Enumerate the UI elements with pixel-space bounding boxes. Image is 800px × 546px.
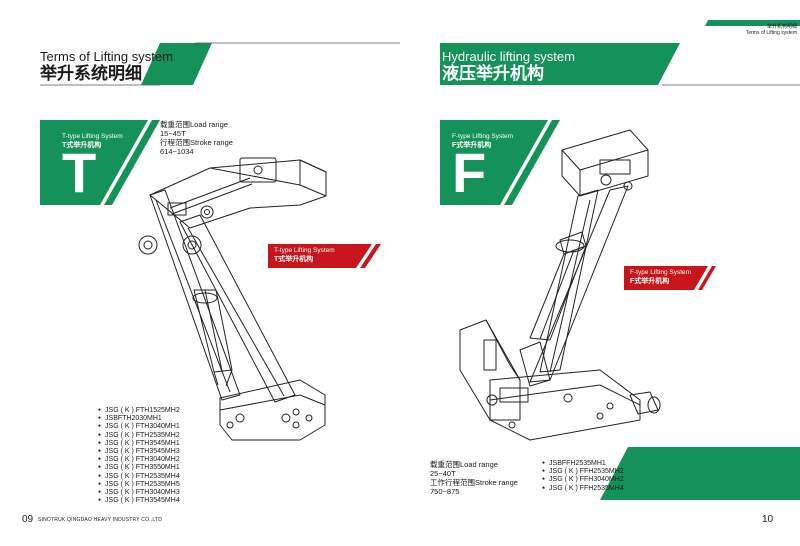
- f-type-tab-en: F-type Lifting System: [452, 133, 514, 140]
- f-red-label-en: F-type Lifting System: [630, 269, 692, 276]
- model-list-item: JSBFTH2030MH1: [98, 415, 180, 423]
- model-list-item: JSG ( K ) FTH3040MH3: [98, 489, 180, 497]
- t-type-big-letter: T: [62, 141, 97, 204]
- f-red-label: F-type Lifting System F式举升机构: [630, 269, 691, 286]
- model-list-item: JSG ( K ) FTH3545MH3: [98, 448, 180, 456]
- t-load-label: 载重范围Load range: [160, 120, 228, 129]
- t-red-label-en: T-type Lifting System: [274, 247, 335, 254]
- t-red-label-cn: T式举升机构: [274, 256, 314, 263]
- right-header-green-bar: [705, 20, 800, 26]
- left-decor: [40, 42, 400, 268]
- f-type-model-list: JSBFFH2535MH1JSG ( K ) FFH2535MH2JSG ( K…: [542, 460, 624, 493]
- t-stroke-label: 行程范围Stroke range: [160, 138, 233, 147]
- model-list-item: JSG ( K ) FTH3550MH1: [98, 464, 180, 472]
- f-type-bottom-green-block: [600, 447, 800, 500]
- right-title-green-block: [440, 43, 680, 85]
- left-header-green-bar: [141, 43, 212, 85]
- t-type-model-list: JSG ( K ) FTH1525MH2JSBFTH2030MH1JSG ( K…: [98, 407, 180, 505]
- model-list-item: JSG ( K ) FTH3545MH4: [98, 497, 180, 505]
- model-list-item: JSG ( K ) FFH3040MH2: [542, 476, 624, 484]
- t-type-tab-cn: T式举升机构: [62, 142, 102, 149]
- model-list-item: JSG ( K ) FFH2535MH4: [542, 485, 624, 493]
- f-stroke-value: 750~875: [430, 487, 460, 496]
- f-type-tab: F-type Lifting System F式举升机构: [452, 133, 513, 150]
- t-type-tab-en: T-type Lifting System: [62, 133, 123, 140]
- t-type-mechanism-drawing: [138, 157, 327, 441]
- t-load-value: 15~45T: [160, 129, 186, 138]
- f-load-value: 25~40T: [430, 469, 456, 478]
- f-type-tab-cn: F式举升机构: [452, 142, 492, 149]
- t-type-green-block: [40, 120, 148, 205]
- right-decor: [440, 20, 800, 500]
- model-list-item: JSG ( K ) FTH2535MH2: [98, 432, 180, 440]
- left-company-name: SINOTRUK QINGDAO HEAVY INDUSTRY CO.,LTD: [38, 517, 163, 523]
- f-type-red-label-bg: [624, 266, 708, 290]
- f-load-label: 载重范围Load range: [430, 460, 498, 469]
- f-type-big-letter: F: [452, 141, 487, 204]
- left-page: Terms of Lifting system 举升系统明细 T-type Li…: [0, 0, 400, 546]
- t-type-red-label-bg: [268, 244, 372, 268]
- model-list-item: JSG ( K ) FTH2535MH4: [98, 473, 180, 481]
- left-title-cn: 举升系统明细: [40, 64, 142, 83]
- right-header-en: Terms of Lifting system: [745, 30, 797, 36]
- right-page-number: 10: [762, 514, 774, 525]
- f-type-mechanism-drawing: [459, 129, 661, 441]
- model-list-item: JSG ( K ) FTH3040MH1: [98, 423, 180, 431]
- left-page-number: 09: [22, 514, 34, 525]
- right-title-en: Hydraulic lifting system: [442, 49, 575, 64]
- model-list-item: JSBFFH2535MH1: [542, 460, 624, 468]
- left-title-en: Terms of Lifting system: [40, 49, 173, 64]
- t-type-tab: T-type Lifting System T式举升机构: [62, 133, 123, 150]
- model-list-item: JSG ( K ) FTH3545MH1: [98, 440, 180, 448]
- right-header-cn: 举升机构明细: [766, 24, 797, 30]
- right-page: 举升机构明细 Terms of Lifting system Hydraulic…: [400, 0, 800, 546]
- model-list-item: JSG ( K ) FTH2535MH5: [98, 481, 180, 489]
- model-list-item: JSG ( K ) FFH2535MH2: [542, 468, 624, 476]
- f-type-green-block: [440, 120, 548, 205]
- f-stroke-label: 工作行程范围Stroke range: [430, 478, 518, 487]
- right-title-cn: 液压举升机构: [442, 64, 544, 83]
- t-stroke-value: 614~1034: [160, 147, 194, 156]
- model-list-item: JSG ( K ) FTH1525MH2: [98, 407, 180, 415]
- f-red-label-cn: F式举升机构: [630, 278, 670, 285]
- t-red-label: T-type Lifting System T式举升机构: [274, 247, 335, 264]
- model-list-item: JSG ( K ) FTH3040MH2: [98, 456, 180, 464]
- right-header-labels: 举升机构明细 Terms of Lifting system: [733, 24, 797, 36]
